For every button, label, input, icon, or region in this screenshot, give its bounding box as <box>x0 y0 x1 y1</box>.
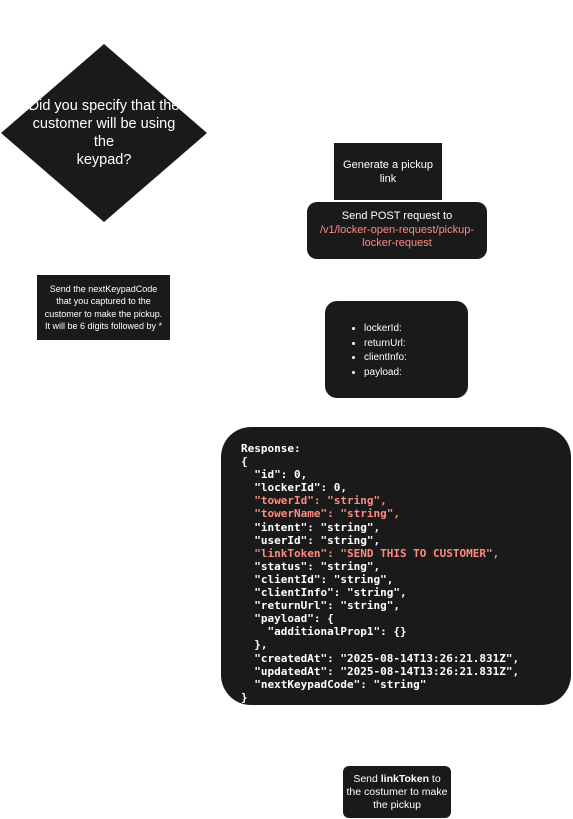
response-line: "payload": { <box>241 612 334 626</box>
response-line: } <box>241 690 248 704</box>
param-item: payload: <box>364 366 458 381</box>
response-line: "additionalProp1": {} <box>241 625 407 639</box>
response-line: "updatedAt": "2025-08-14T13:26:21.831Z", <box>241 664 520 678</box>
response-line: "id": 0, <box>241 468 308 482</box>
response-line: "intent": "string", <box>241 520 381 534</box>
response-node: Response:{ "id": 0, "lockerId": 0, "towe… <box>221 427 571 705</box>
response-line: Response: <box>241 442 301 455</box>
diamond-shape <box>1 44 207 222</box>
request-params-node: lockerId: returnUrl: clientInfo: payload… <box>325 301 468 398</box>
decision-line: keypad? <box>76 152 132 168</box>
send-token-bold: linkToken <box>380 772 429 785</box>
response-line: "userId": "string", <box>241 533 381 547</box>
param-item: lockerId: <box>364 322 458 337</box>
response-line: "clientId": "string", <box>241 572 394 586</box>
response-line: "towerName": "string", <box>241 507 400 521</box>
response-line: "createdAt": "2025-08-14T13:26:21.831Z", <box>241 651 520 665</box>
response-line: "nextKeypadCode": "string" <box>241 677 427 691</box>
keypad-code-node: Send the nextKeypadCode that you capture… <box>37 275 170 340</box>
post-request-node: Send POST request to /v1/locker-open-req… <box>307 202 487 259</box>
response-line: "clientInfo": "string", <box>241 586 407 600</box>
generate-link-label: Generate a pickup link <box>343 158 433 185</box>
decision-text: Did you specify that the customer will b… <box>1 44 207 222</box>
request-params-list: lockerId: returnUrl: clientInfo: payload… <box>352 322 458 380</box>
post-request-endpoint: /v1/locker-open-request/pickup-locker-re… <box>319 223 475 250</box>
response-line: }, <box>241 638 268 652</box>
response-line: "linkToken": "SEND THIS TO CUSTOMER", <box>241 546 500 560</box>
send-link-token-node: Send linkToken to the costumer to make t… <box>343 766 451 818</box>
param-item: returnUrl: <box>364 337 458 352</box>
send-token-prefix: Send <box>353 772 381 785</box>
generate-link-node: Generate a pickup link <box>334 143 442 200</box>
decision-line: Did you specify that the <box>28 98 180 114</box>
keypad-code-label: Send the nextKeypadCode that you capture… <box>44 283 163 332</box>
response-line: "towerId": "string", <box>241 494 387 508</box>
send-token-suffix: to the costumer to make the pickup <box>346 772 448 811</box>
param-item: clientInfo: <box>364 351 458 366</box>
send-link-token-text: Send linkToken to the costumer to make t… <box>345 773 449 812</box>
response-line: "lockerId": 0, <box>241 481 347 495</box>
response-line: { <box>241 455 248 469</box>
decision-line: customer will be using the <box>32 116 176 150</box>
post-request-label: Send POST request to <box>341 210 453 223</box>
response-line: "status": "string", <box>241 559 381 573</box>
response-line: "returnUrl": "string", <box>241 599 400 613</box>
decision-diamond: Did you specify that the customer will b… <box>1 44 207 222</box>
